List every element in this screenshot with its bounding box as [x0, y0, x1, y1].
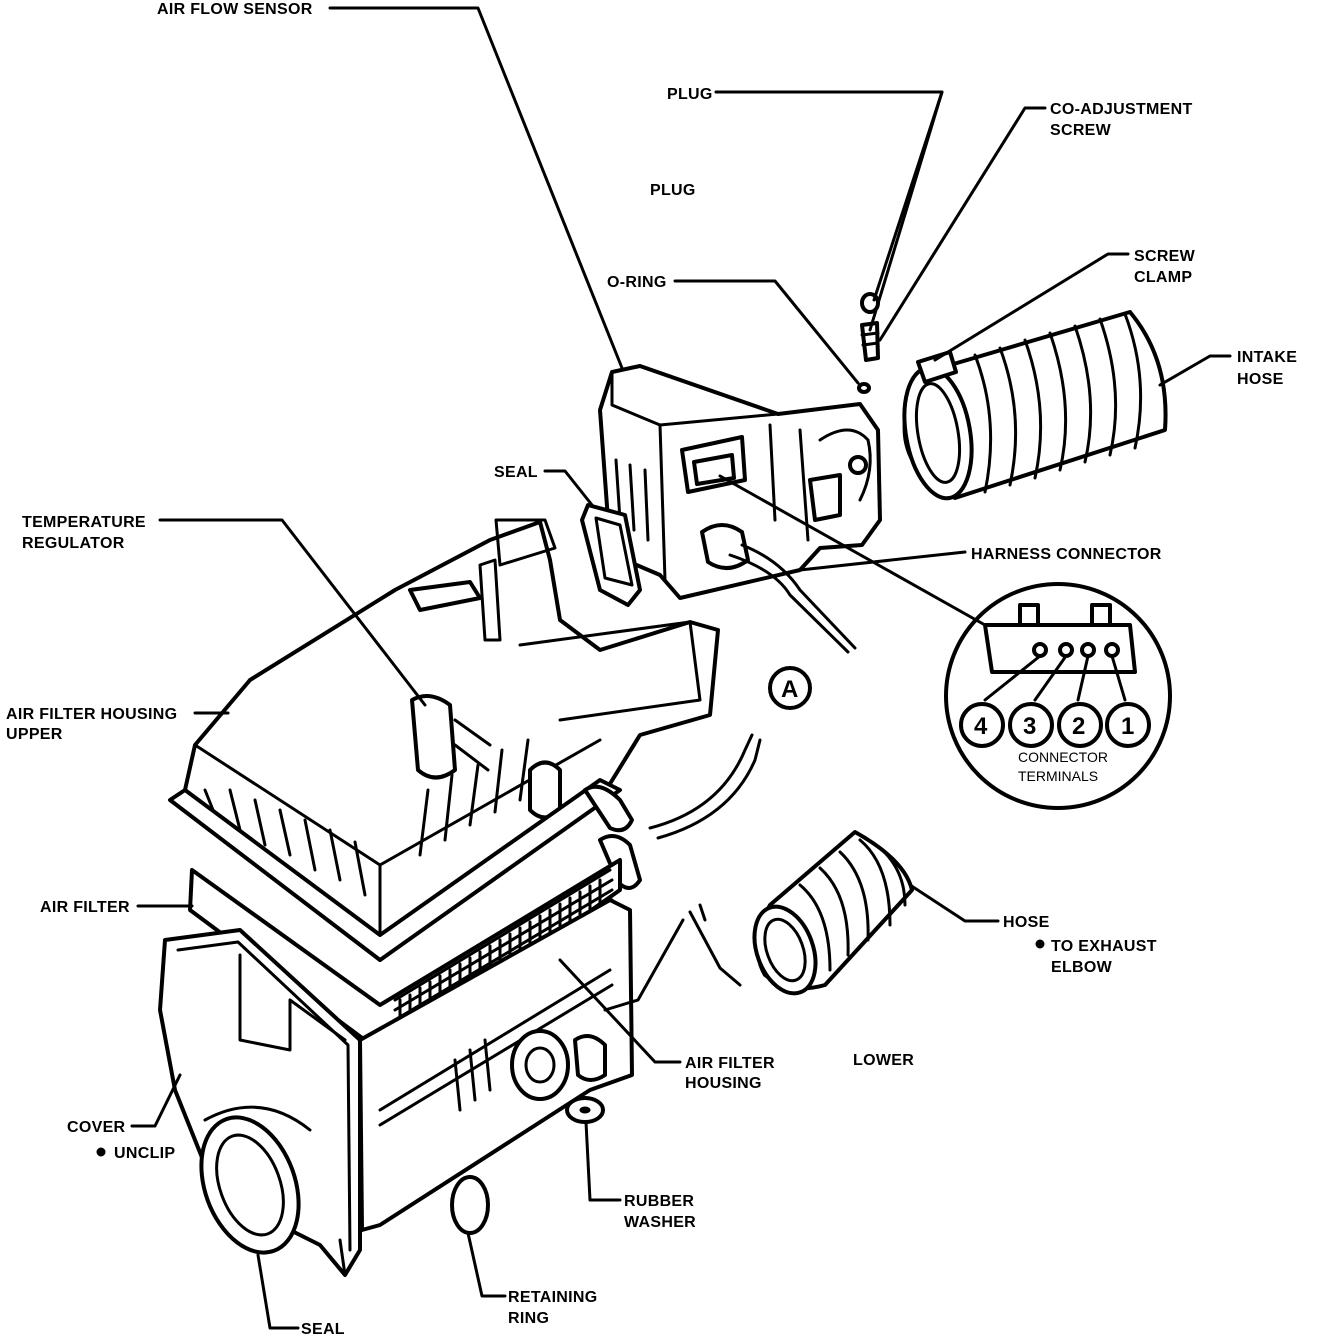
label-rubber-washer-2: WASHER — [624, 1214, 696, 1231]
label-o-ring: O-RING — [607, 274, 667, 291]
label-terminal-4: 4 — [974, 713, 988, 740]
label-to-exhaust-elbow-2: ELBOW — [1051, 959, 1113, 976]
label-connector-terminals-2: TERMINALS — [1018, 768, 1098, 784]
air-filter-housing-lower-part — [158, 898, 634, 1277]
label-co-adjustment-screw-2: SCREW — [1050, 122, 1112, 139]
label-cover: COVER — [67, 1119, 126, 1136]
exhaust-bullet — [1035, 939, 1045, 949]
marker-a — [768, 666, 812, 710]
label-intake-hose-2: HOSE — [1237, 371, 1284, 388]
rubber-washer-part — [565, 1096, 605, 1124]
air-flow-sensor-part — [598, 364, 882, 654]
label-screw-clamp-1: SCREW — [1134, 248, 1196, 265]
retaining-ring-part — [450, 1175, 490, 1235]
label-screw-clamp-2: CLAMP — [1134, 269, 1192, 286]
label-unclip: UNCLIP — [114, 1145, 175, 1162]
label-co-adjustment-screw-1: CO-ADJUSTMENT — [1050, 101, 1193, 118]
label-connector-terminals-1: CONNECTOR — [1018, 749, 1108, 765]
label-marker-a: A — [781, 676, 798, 703]
label-air-filter-housing-upper-2: UPPER — [6, 726, 63, 743]
label-air-flow-sensor: AIR FLOW SENSOR — [157, 1, 313, 18]
label-temperature-regulator-2: REGULATOR — [22, 535, 125, 552]
label-retaining-ring-1: RETAINING — [508, 1289, 598, 1306]
label-plug-top: PLUG — [667, 86, 713, 103]
label-lower: LOWER — [853, 1052, 914, 1069]
label-to-exhaust-elbow-1: TO EXHAUST — [1051, 938, 1157, 955]
label-seal-top: SEAL — [494, 464, 538, 481]
label-rubber-washer-1: RUBBER — [624, 1193, 694, 1210]
leader-lines — [130, 6, 1232, 1330]
label-harness-connector: HARNESS CONNECTOR — [971, 546, 1162, 563]
intake-hose-part — [902, 310, 1168, 501]
label-plug-mid: PLUG — [650, 182, 696, 199]
label-air-filter-housing-upper-1: AIR FILTER HOUSING — [6, 706, 177, 723]
label-air-filter: AIR FILTER — [40, 899, 130, 916]
label-seal-bottom: SEAL — [301, 1321, 345, 1338]
label-retaining-ring-2: RING — [508, 1310, 549, 1327]
label-air-filter-housing-1: AIR FILTER — [685, 1055, 775, 1072]
label-intake-hose-1: INTAKE — [1237, 349, 1297, 366]
label-temperature-regulator-1: TEMPERATURE — [22, 514, 146, 531]
label-hose: HOSE — [1003, 914, 1050, 931]
label-terminal-1: 1 — [1121, 713, 1134, 740]
hose-part — [688, 830, 914, 996]
label-terminal-2: 2 — [1072, 713, 1085, 740]
unclip-bullet — [96, 1147, 106, 1157]
connector-terminals-detail — [944, 582, 1172, 810]
air-filter-housing-upper-part — [168, 518, 720, 962]
seal-gasket-part — [580, 503, 642, 607]
label-terminal-3: 3 — [1023, 713, 1036, 740]
label-air-filter-housing-2: HOUSING — [685, 1075, 762, 1092]
